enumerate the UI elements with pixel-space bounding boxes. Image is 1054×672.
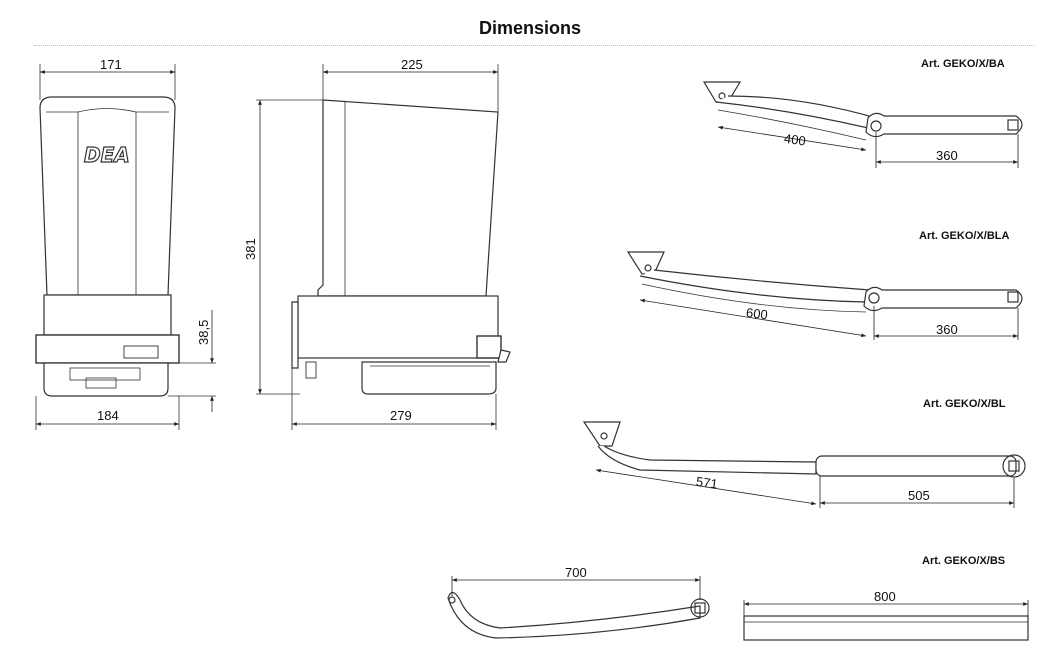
dim-front-width-top: 171 [100,57,122,72]
side-view-dimensions [258,70,498,426]
arm-geko-x-ba [702,81,1023,141]
arm-geko-x-bs [447,591,710,639]
dim-ba-arm1: 400 [783,131,807,149]
dim-ba-arm2: 360 [936,148,958,163]
page-title: Dimensions [478,18,582,38]
front-view: DEA [35,64,216,430]
dim-bs-arm2: 800 [874,589,896,604]
title-divider [34,45,1034,46]
arm-label-geko-x-bla: Art. GEKO/X/BLA [919,230,1010,242]
dim-bl-arm1: 571 [695,474,719,492]
dim-front-width-bottom: 184 [97,408,119,423]
dim-front-base-height: 38,5 [196,320,211,345]
dim-bla-arm1: 600 [745,305,768,322]
dim-bl-arm2: 505 [908,488,930,503]
arm-label-geko-x-ba: Art. GEKO/X/BA [921,58,1005,70]
dim-bla-arm2: 360 [936,322,958,337]
front-view-dimensions [36,70,214,426]
dim-side-height: 381 [243,238,258,260]
side-view [256,64,511,430]
arm-label-geko-x-bl: Art. GEKO/X/BL [923,398,1006,410]
straight-bar-800 [743,615,1029,641]
arm-geko-x-bla [626,251,1023,313]
dim-side-depth-bottom: 279 [390,408,412,423]
arm-geko-x-bl [582,421,1026,478]
arm-label-geko-x-bs: Art. GEKO/X/BS [922,555,1006,567]
dim-bs-arm1: 700 [565,565,587,580]
dea-logo: DEA [84,143,130,167]
dim-side-depth-top: 225 [401,57,423,72]
